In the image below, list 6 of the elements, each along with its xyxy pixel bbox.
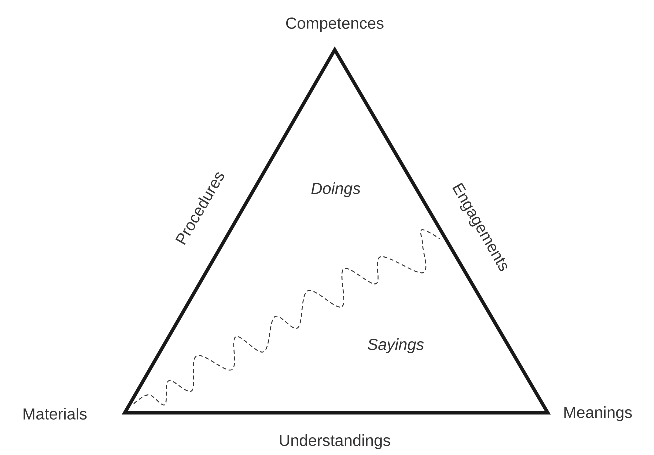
side-label: Understandings [280,434,390,450]
vertex-label: Meanings [564,406,632,422]
vertex-label: Competences [286,18,384,32]
region-label: Sayings [368,338,424,354]
region-label: Doings [312,182,361,198]
vertex-label: Materials [24,408,87,420]
